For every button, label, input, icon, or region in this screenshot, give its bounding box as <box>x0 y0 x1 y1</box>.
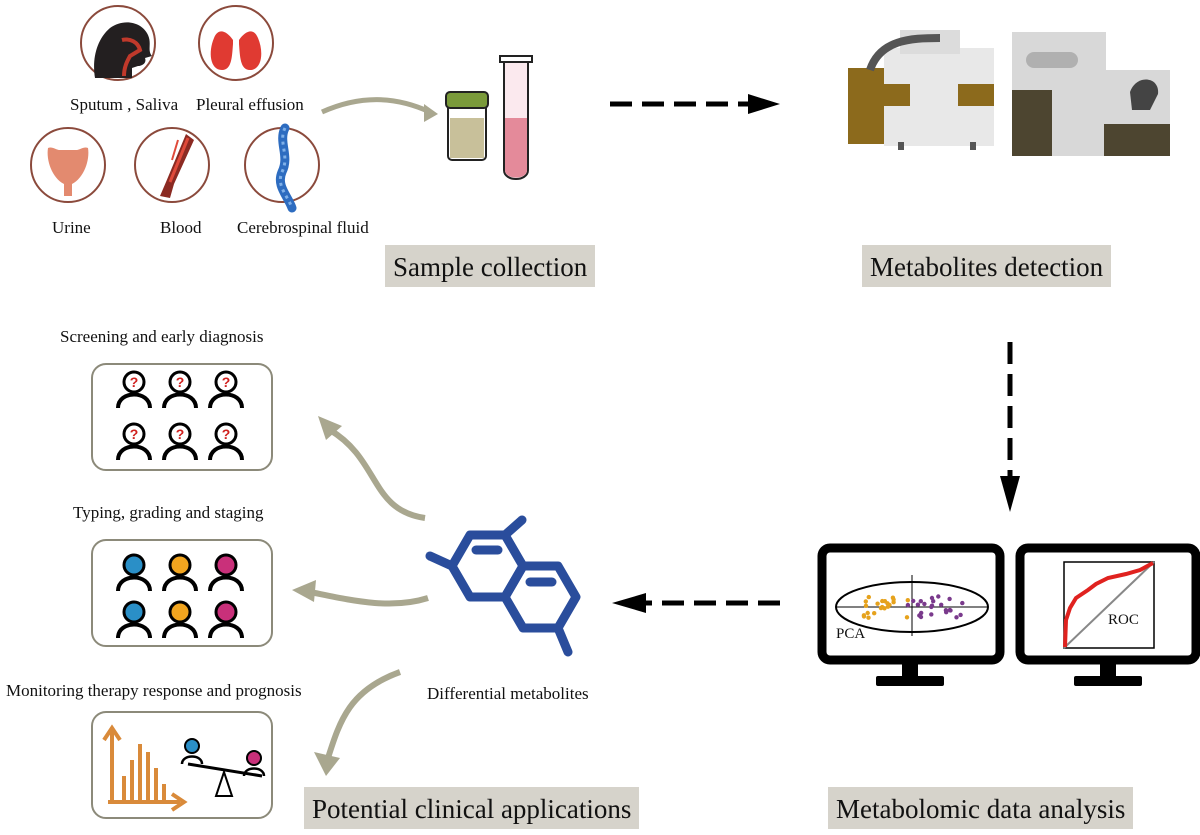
pca-point <box>947 607 952 613</box>
patient-icon <box>208 553 244 592</box>
patient-question-icon: ? <box>208 422 244 461</box>
bar-chart-icon <box>102 724 188 812</box>
pca-point <box>885 601 890 606</box>
blood-icon <box>134 127 210 203</box>
svg-text:?: ? <box>130 426 139 442</box>
pca-point <box>929 603 935 608</box>
pca-point <box>863 599 868 604</box>
pca-point <box>878 605 884 611</box>
test-tube-icon <box>499 55 533 180</box>
monitoring-box <box>91 711 273 819</box>
pca-point <box>865 610 870 616</box>
sputum-saliva-label: Sputum , Saliva <box>70 95 179 114</box>
pca-point <box>958 612 963 618</box>
pleural-effusion-label: Pleural effusion <box>196 95 304 114</box>
typing-heading: Typing, grading and staging <box>73 503 264 522</box>
pca-point <box>918 614 924 620</box>
screening-heading: Screening and early diagnosis <box>60 327 264 346</box>
pca-monitor <box>817 543 1005 686</box>
patient-question-icon: ? <box>162 370 198 409</box>
pca-point <box>922 601 927 607</box>
pca-point <box>936 594 941 599</box>
pca-point <box>929 612 934 617</box>
blood-label: Blood <box>160 218 202 237</box>
nmr-instrument-icon <box>1012 32 1170 156</box>
arrow-to-typing <box>309 589 429 607</box>
metabolites-detection-stage: Metabolites detection <box>862 245 1112 287</box>
pca-point <box>918 599 923 604</box>
pca-point <box>919 610 924 616</box>
pca-point <box>939 602 944 607</box>
pca-label: PCA <box>836 626 866 642</box>
pca-point <box>911 598 916 604</box>
seesaw-icon <box>180 738 266 797</box>
pca-point <box>861 614 867 619</box>
pca-point <box>905 598 910 603</box>
arrow-to-screening <box>328 427 426 521</box>
svg-text:?: ? <box>176 374 185 390</box>
pca-point <box>904 615 910 620</box>
urine-label: Urine <box>52 218 91 237</box>
pca-point <box>885 604 891 609</box>
pca-point <box>891 600 896 605</box>
sputum-saliva-icon <box>80 5 156 81</box>
pca-point <box>872 611 877 616</box>
roc-label: ROC <box>1108 612 1139 628</box>
differential-metabolites-label: Differential metabolites <box>427 684 589 703</box>
pca-scatter <box>861 594 965 620</box>
pca-point <box>863 603 869 608</box>
cerebrospinal-fluid-icon <box>244 123 320 213</box>
pca-point <box>880 598 885 604</box>
patient-question-icon: ? <box>116 370 152 409</box>
potential-clinical-applications-stage: Potential clinical applications <box>304 787 640 829</box>
svg-text:?: ? <box>176 426 185 442</box>
pleural-effusion-icon <box>198 5 274 81</box>
pca-point <box>915 602 921 607</box>
pca-point <box>954 615 959 620</box>
pca-point <box>866 594 871 600</box>
pca-point <box>947 596 952 602</box>
screening-patients: ?????? <box>116 370 244 461</box>
patient-icon <box>208 600 244 639</box>
urine-icon <box>30 127 106 203</box>
pca-point <box>866 615 871 620</box>
patient-icon <box>116 600 152 639</box>
patient-icon <box>162 553 198 592</box>
sample-jar-icon <box>445 91 489 161</box>
pca-point <box>944 610 949 615</box>
mass-spectrometer-icon <box>848 30 994 150</box>
metabolomic-data-analysis-stage: Metabolomic data analysis <box>828 787 1134 829</box>
sample-collection-stage: Sample collection <box>385 245 596 287</box>
patient-question-icon: ? <box>116 422 152 461</box>
molecule-icon <box>425 515 581 657</box>
pca-point <box>929 595 935 601</box>
svg-text:?: ? <box>222 374 231 390</box>
monitoring-heading: Monitoring therapy response and prognosi… <box>6 681 302 700</box>
roc-monitor <box>1015 543 1200 686</box>
svg-text:?: ? <box>222 426 231 442</box>
pca-point <box>875 601 880 606</box>
csf-label: Cerebrospinal fluid <box>237 218 369 237</box>
typing-patients <box>116 553 244 639</box>
pca-point <box>960 600 965 606</box>
svg-text:?: ? <box>130 374 139 390</box>
pca-point <box>905 602 911 608</box>
patient-question-icon: ? <box>162 422 198 461</box>
arrow-to-monitoring <box>325 669 402 759</box>
patient-icon <box>162 600 198 639</box>
arrow-sources-to-tubes <box>320 97 432 115</box>
patient-icon <box>116 553 152 592</box>
patient-question-icon: ? <box>208 370 244 409</box>
